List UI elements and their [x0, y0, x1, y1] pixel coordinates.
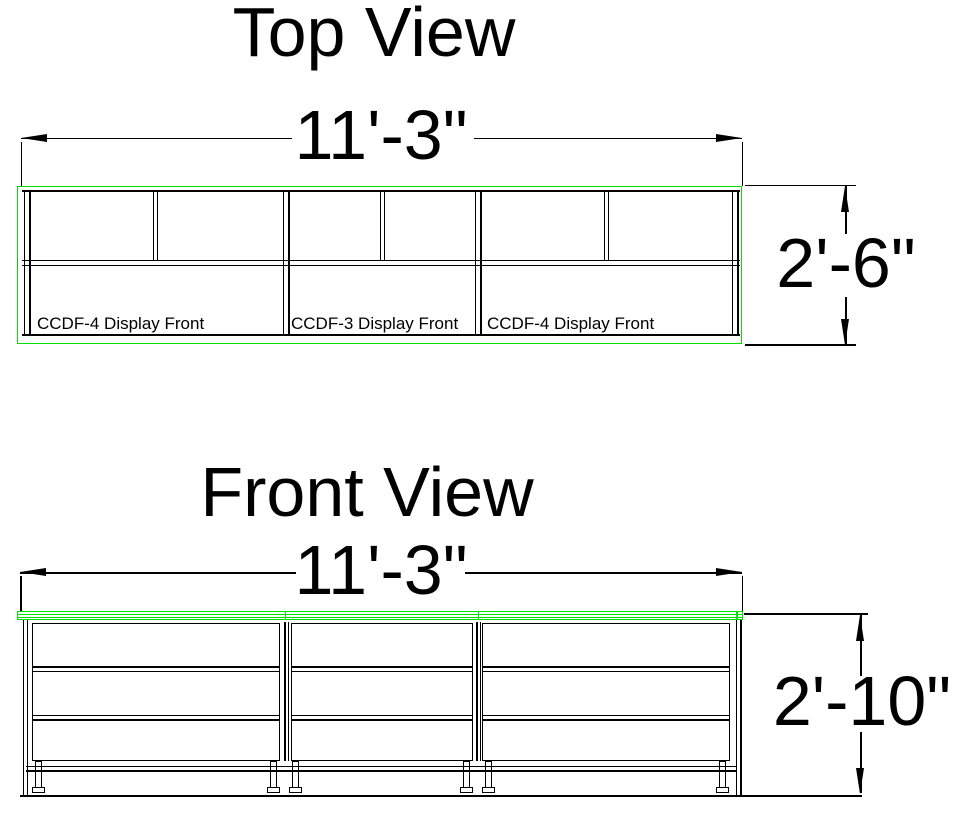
extension-line: [744, 613, 868, 615]
extension-line: [741, 142, 743, 186]
countertop-divider-line: [736, 610, 738, 620]
leg-foot: [459, 787, 473, 793]
leg: [34, 761, 42, 788]
countertop-divider-line: [284, 610, 286, 620]
dimension-line: [860, 732, 862, 793]
bottom-rail-line: [26, 765, 736, 767]
top-view-outline: [17, 186, 742, 344]
dimension-arrow: [20, 568, 46, 577]
dimension-arrow: [856, 614, 865, 641]
shelf-line: [482, 719, 730, 721]
extension-line: [741, 576, 743, 611]
front-section-box: [290, 622, 473, 761]
shelf-line: [482, 670, 730, 672]
floor-line: [20, 794, 862, 797]
dimension-line: [465, 572, 742, 574]
front-view-title: Front View: [200, 453, 534, 531]
dimension-line: [20, 572, 296, 574]
compartment-divider-line: [603, 190, 605, 261]
shelf-line: [32, 670, 280, 672]
cabinet-bottom-line: [22, 334, 740, 336]
dimension-line: [21, 137, 292, 139]
outer-frame-line: [740, 620, 742, 795]
leg-foot: [481, 787, 495, 793]
front-width-dimension-label: 11'-3": [294, 531, 468, 609]
side-wall-line: [29, 190, 31, 336]
compartment-divider-line: [383, 190, 385, 261]
extension-line: [20, 576, 22, 611]
section-divider-line: [282, 190, 284, 336]
countertop-line: [17, 616, 743, 618]
extension-line: [745, 344, 856, 346]
side-wall-line: [23, 190, 25, 336]
compartment-divider-line: [156, 190, 158, 261]
dimension-line: [474, 137, 742, 139]
front-section-box: [482, 622, 730, 761]
cabinet-top-line: [22, 190, 740, 192]
outer-frame-line: [735, 620, 737, 795]
extension-line: [20, 142, 22, 186]
outer-frame-line: [22, 620, 24, 795]
shelf-line: [22, 264, 740, 266]
compartment-divider-line: [379, 190, 381, 261]
leg-foot: [266, 787, 280, 793]
leg: [462, 761, 470, 788]
shelf-line: [290, 714, 473, 716]
leg: [718, 761, 726, 788]
leg: [269, 761, 277, 788]
countertop-line: [17, 614, 743, 616]
section-post-line: [287, 622, 289, 761]
side-wall-line: [737, 190, 739, 336]
top-depth-dimension-label: 2'-6": [776, 224, 916, 302]
compartment-divider-line: [152, 190, 154, 261]
shelf-line: [22, 259, 740, 261]
section-post-line: [479, 622, 481, 761]
front-section-box: [32, 622, 280, 761]
shelf-line: [32, 719, 280, 721]
shelf-line: [482, 714, 730, 716]
compartment-divider-line: [607, 190, 609, 261]
top-view-title: Top View: [232, 0, 516, 71]
section-post-line: [284, 622, 286, 761]
countertop-divider-line: [477, 610, 479, 620]
leg: [484, 761, 492, 788]
leg-foot: [288, 787, 302, 793]
bottom-rail-line: [26, 770, 736, 772]
leg-foot: [715, 787, 729, 793]
outer-frame-line: [26, 620, 28, 795]
shelf-line: [32, 714, 280, 716]
shelf-line: [290, 666, 473, 668]
side-wall-line: [731, 190, 733, 336]
dimension-arrow: [856, 768, 865, 794]
leg: [291, 761, 299, 788]
dimension-arrow: [716, 568, 742, 577]
dimension-arrow: [841, 185, 850, 212]
section-divider-line: [474, 190, 476, 336]
section-label-1: CCDF-4 Display Front: [37, 314, 205, 333]
section-label-3: CCDF-4 Display Front: [487, 314, 655, 333]
countertop: [17, 610, 743, 620]
shelf-line: [290, 670, 473, 672]
dimension-arrow: [21, 133, 47, 142]
extension-line: [745, 184, 856, 186]
top-width-dimension-label: 11'-3": [294, 96, 468, 174]
shelf-line: [290, 719, 473, 721]
section-divider-line: [480, 190, 482, 336]
shelf-line: [482, 666, 730, 668]
shelf-line: [32, 666, 280, 668]
dimension-arrow: [716, 133, 742, 142]
section-label-2: CCDF-3 Display Front: [291, 314, 459, 333]
dimension-arrow: [841, 318, 850, 345]
leg-foot: [31, 787, 45, 793]
dimension-line: [860, 615, 862, 676]
section-post-line: [476, 622, 478, 761]
section-divider-line: [288, 190, 290, 336]
front-height-dimension-label: 2'-10": [772, 662, 952, 740]
